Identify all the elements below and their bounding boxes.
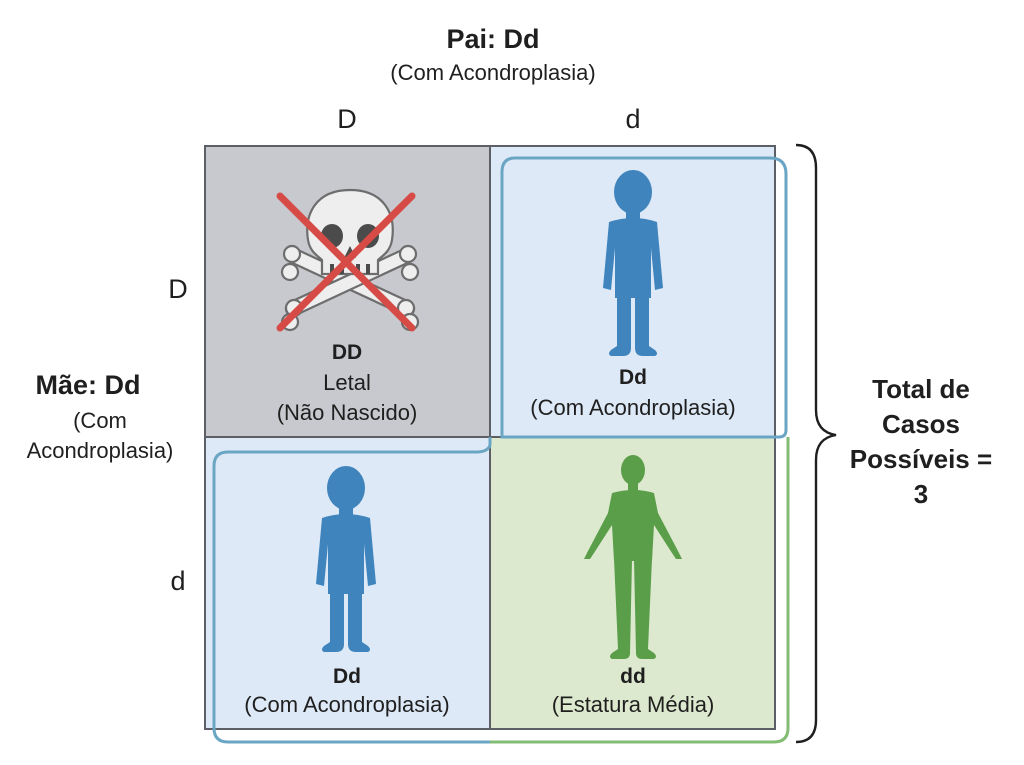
mother-subtitle: (Com Acondroplasia) — [0, 406, 200, 466]
outline-blue-top-right — [500, 156, 788, 439]
row-allele-d-dominant: D — [168, 274, 188, 304]
adult-figure-icon — [584, 455, 682, 659]
outline-green-bottom-right — [490, 437, 790, 744]
total-cases-text: Total de Casos Possíveis = 3 — [849, 374, 993, 509]
cell-Dd-bottom-genotype: Dd — [333, 665, 361, 688]
column-allele-d-dominant: D — [337, 104, 357, 134]
crossed-skull-icon — [276, 188, 420, 332]
red-x-mark — [276, 192, 416, 332]
cell-Dd-top-genotype: Dd — [619, 366, 647, 389]
total-cases-label: Total de Casos Possíveis = 3 — [826, 372, 1016, 512]
cell-DD-line1: Letal — [323, 370, 371, 395]
cell-Dd-bottom-desc: (Com Acondroplasia) — [244, 692, 450, 717]
total-brace — [795, 143, 837, 744]
column-allele-d-recessive: d — [625, 104, 641, 134]
cell-DD-genotype: DD — [331, 341, 363, 364]
mother-title: Mãe: Dd — [35, 370, 141, 400]
child-figure-icon — [603, 170, 663, 356]
row-allele-d-recessive: d — [170, 566, 186, 596]
cell-dd-desc: (Estatura Média) — [551, 692, 715, 717]
cell-DD-line2: (Não Nascido) — [276, 400, 418, 425]
father-title: Pai: Dd — [446, 24, 540, 54]
mother-subtitle-text: (Com Acondroplasia) — [26, 408, 174, 463]
cell-Dd-top-desc: (Com Acondroplasia) — [530, 395, 736, 420]
father-subtitle: (Com Acondroplasia) — [390, 60, 596, 85]
cell-dd-genotype: dd — [620, 665, 646, 688]
outline-blue-bottom-left — [212, 437, 492, 744]
child-figure-icon-bottom — [316, 466, 376, 652]
